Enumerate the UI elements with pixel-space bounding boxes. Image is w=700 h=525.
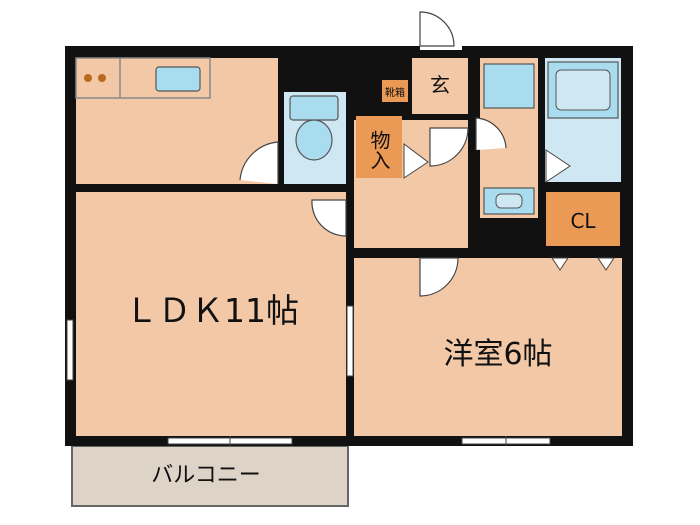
bath-door-icon: [545, 149, 571, 183]
balcony-label: バルコニー: [151, 463, 261, 488]
western-room-floor: [354, 258, 622, 436]
entrance-floor: [412, 58, 468, 114]
washroom-door-icon: [475, 117, 507, 150]
entrance-door-icon: [419, 11, 455, 47]
shoe-box-label: 靴箱: [385, 86, 405, 99]
toilet-bowl-icon: [295, 119, 333, 161]
western-room-label: 洋室6帖: [443, 337, 552, 372]
kitchen-sink-icon: [155, 66, 201, 92]
closet-door-icon: [551, 257, 569, 271]
entrance-label: 玄: [430, 73, 450, 97]
toilet-door-icon: [239, 141, 279, 184]
balcony-area: [71, 445, 349, 507]
stove-burner-icon: [98, 74, 106, 82]
hall-door-icon: [429, 127, 469, 167]
closet-door-icon: [597, 257, 615, 271]
shoe-box: [382, 80, 408, 102]
ldk-floor: [76, 192, 346, 436]
storage-door-icon: [403, 143, 429, 179]
storage-label: 物入: [367, 130, 391, 170]
storage-closet: [356, 116, 402, 178]
closet: [546, 192, 620, 246]
toilet-tank-icon: [289, 95, 339, 121]
western-door-icon: [419, 257, 459, 297]
ldk-side-window: [66, 319, 74, 381]
partition-window: [346, 305, 354, 377]
ldk-door-icon: [311, 199, 347, 237]
ldk-label: ＬＤＫ11帖: [125, 291, 299, 330]
partition-wall: [76, 184, 218, 191]
stove-burner-icon: [84, 74, 92, 82]
washing-machine-icon: [483, 63, 535, 109]
closet-label: CL: [570, 209, 596, 233]
